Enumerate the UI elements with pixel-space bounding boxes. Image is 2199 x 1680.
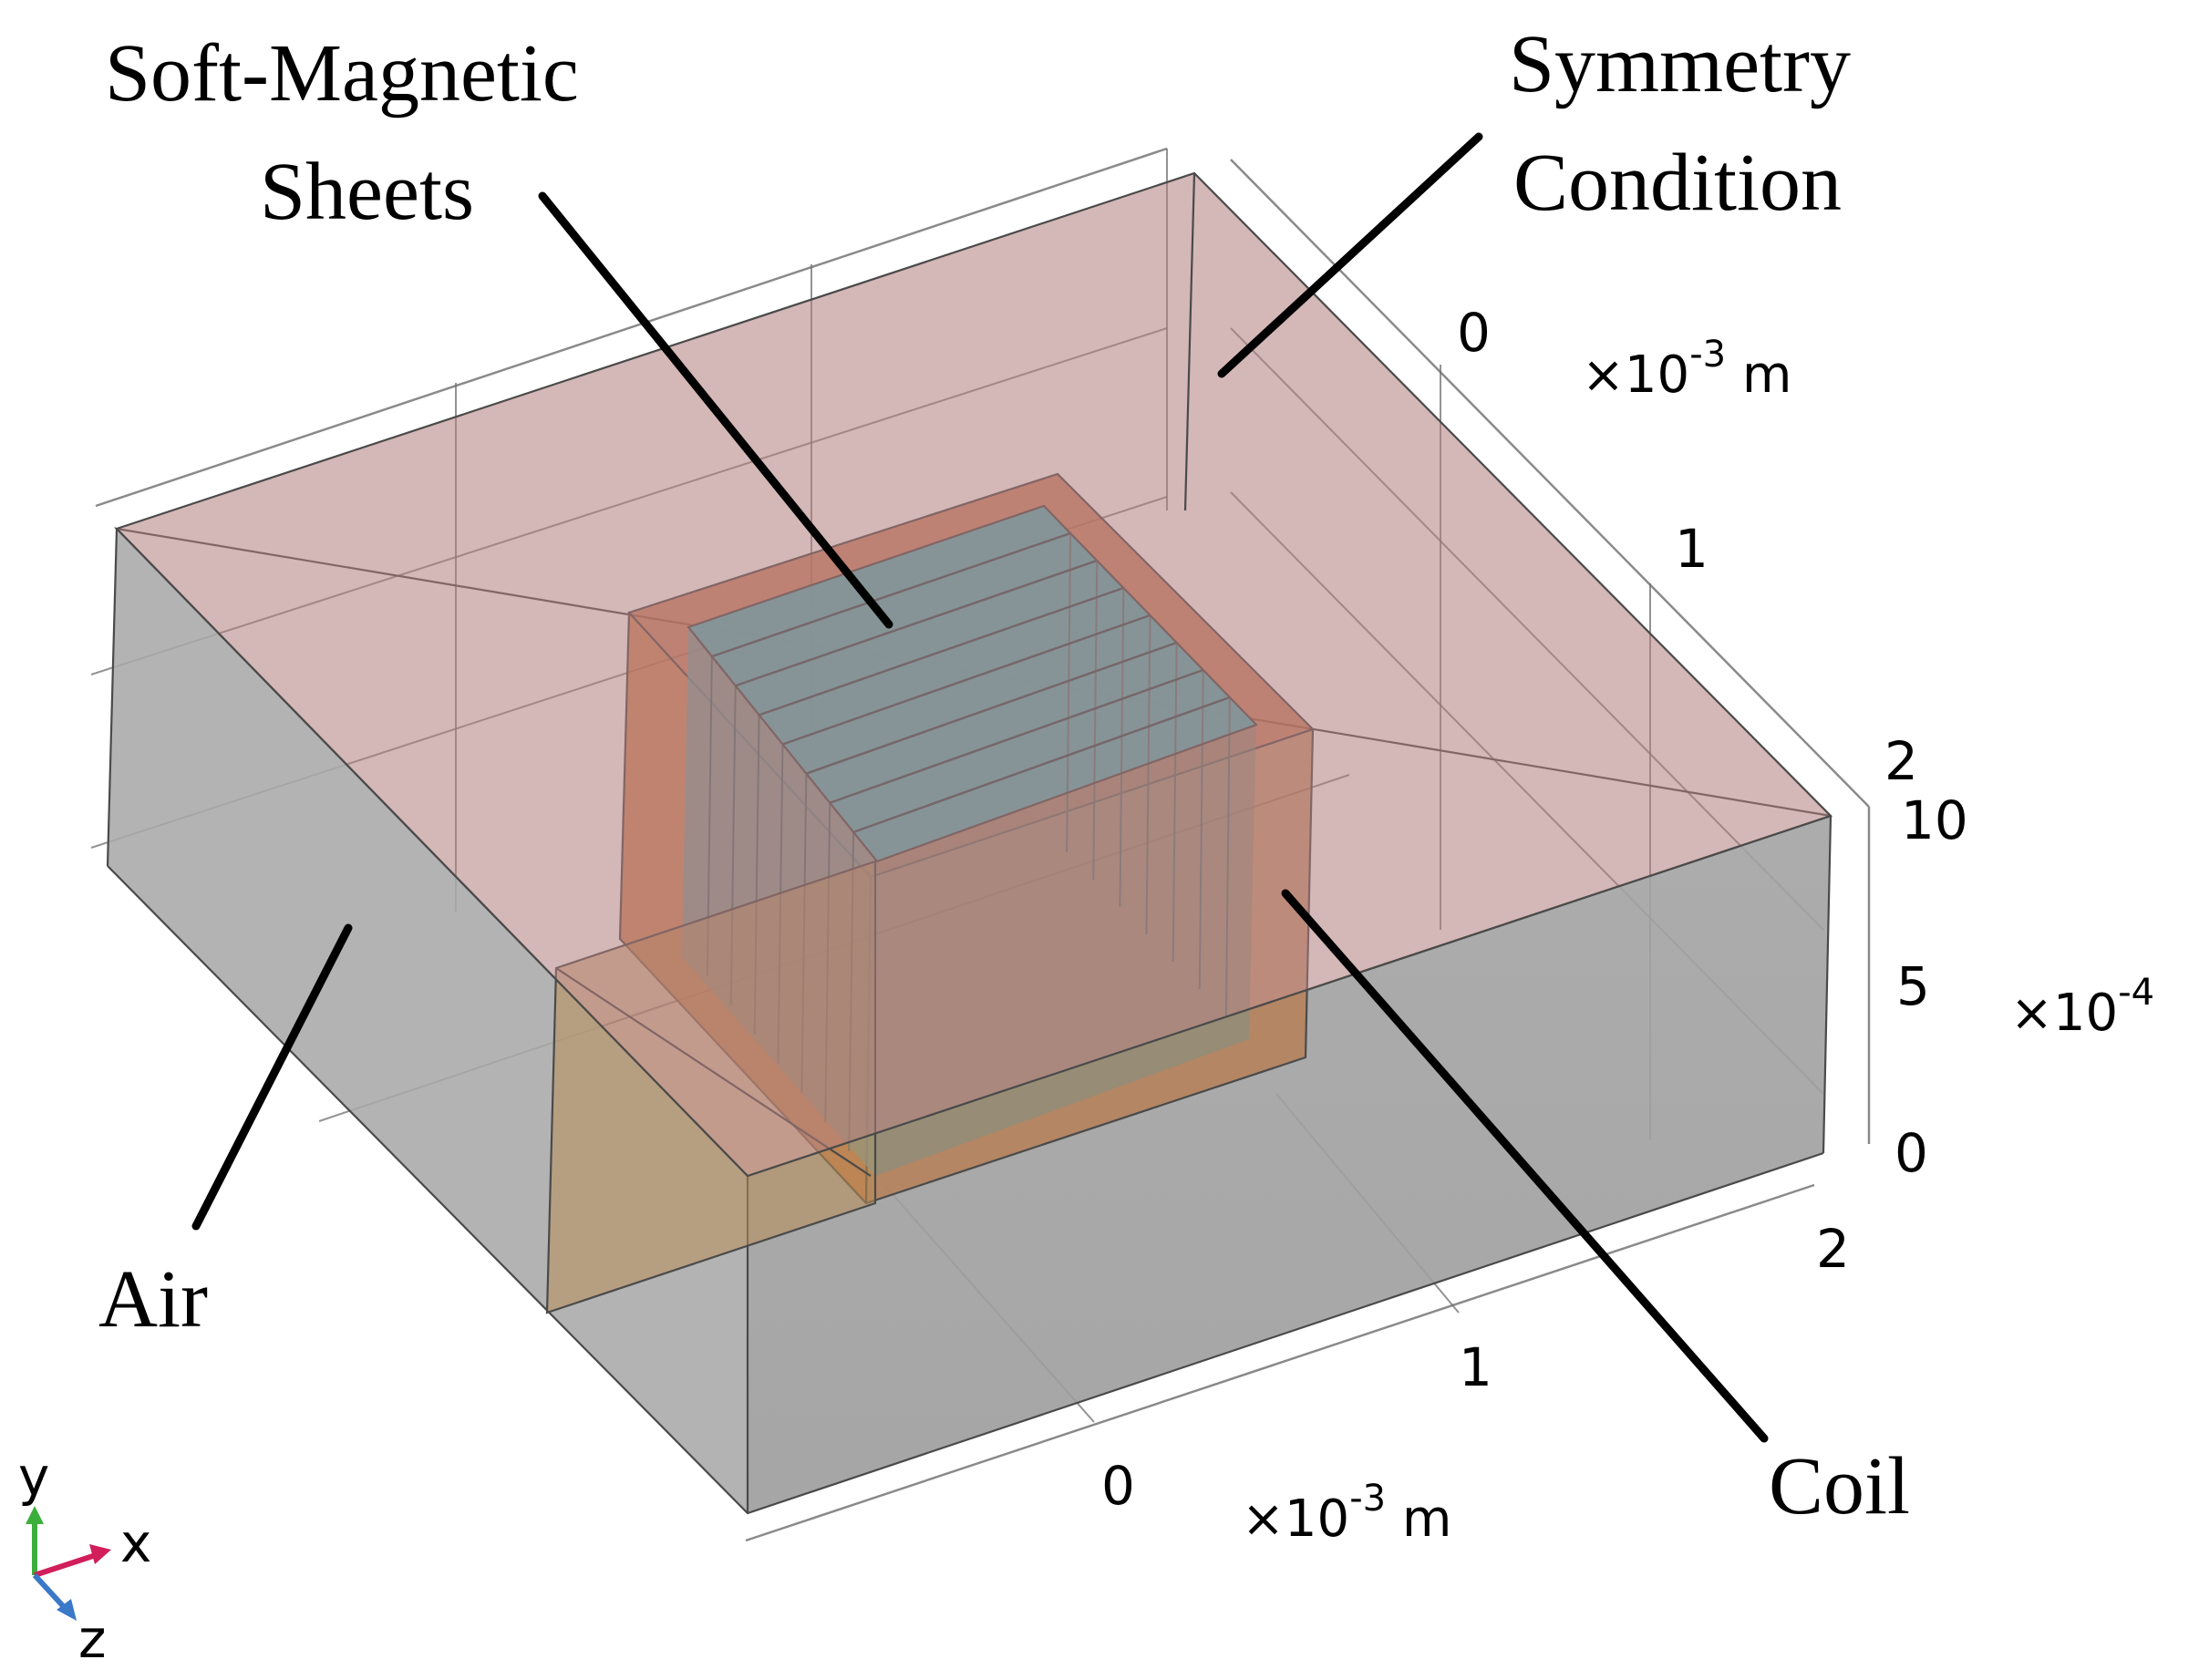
x-tick-0: 0 <box>1101 1455 1135 1517</box>
x-tick-2: 2 <box>1816 1218 1850 1280</box>
triad-z-label: z <box>78 1608 106 1670</box>
soft-magnetic-label-line2: Sheets <box>260 147 474 237</box>
triad-z-arrowhead <box>57 1599 77 1621</box>
y-tick-5: 5 <box>1896 955 1930 1017</box>
y-tick-0: 0 <box>1894 1122 1928 1184</box>
triad-x-arrowhead <box>89 1544 111 1564</box>
triad-x-arrow <box>34 1552 97 1578</box>
sheets-leader <box>538 191 893 629</box>
leader-lines <box>191 132 1769 1443</box>
symmetry-condition-plane <box>114 171 1833 1178</box>
symmetry-label-line2: Condition <box>1513 138 1842 228</box>
z-axis-unit: ×10-3 m <box>1582 334 1791 405</box>
coil-leader <box>1281 889 1769 1443</box>
x-axis-unit: ×10-3 m <box>1242 1478 1451 1549</box>
z-tick-0: 0 <box>1457 302 1491 364</box>
z-tick-2: 2 <box>1884 730 1918 792</box>
triad-z-arrow <box>32 1572 68 1612</box>
triad-y-label: y <box>18 1446 49 1508</box>
coil-label: Coil <box>1769 1441 1910 1531</box>
z-tick-1: 1 <box>1675 518 1709 580</box>
air-label: Air <box>98 1254 208 1345</box>
triad-x-label: x <box>120 1512 151 1574</box>
air-front-face <box>748 816 1831 1513</box>
soft-magnetic-label-line1: Soft-Magnetic <box>105 28 579 119</box>
air-leader <box>191 923 353 1231</box>
triad-y-arrowhead <box>26 1506 44 1524</box>
orientation-triad: y x z <box>18 1446 151 1670</box>
symmetry-label-line1: Symmetry <box>1509 19 1851 109</box>
y-axis-unit: ×10-4 <box>2010 972 2154 1043</box>
x-tick-1: 1 <box>1459 1336 1492 1398</box>
y-tick-10: 10 <box>1901 789 1968 851</box>
symmetry-leader <box>1217 132 1483 378</box>
